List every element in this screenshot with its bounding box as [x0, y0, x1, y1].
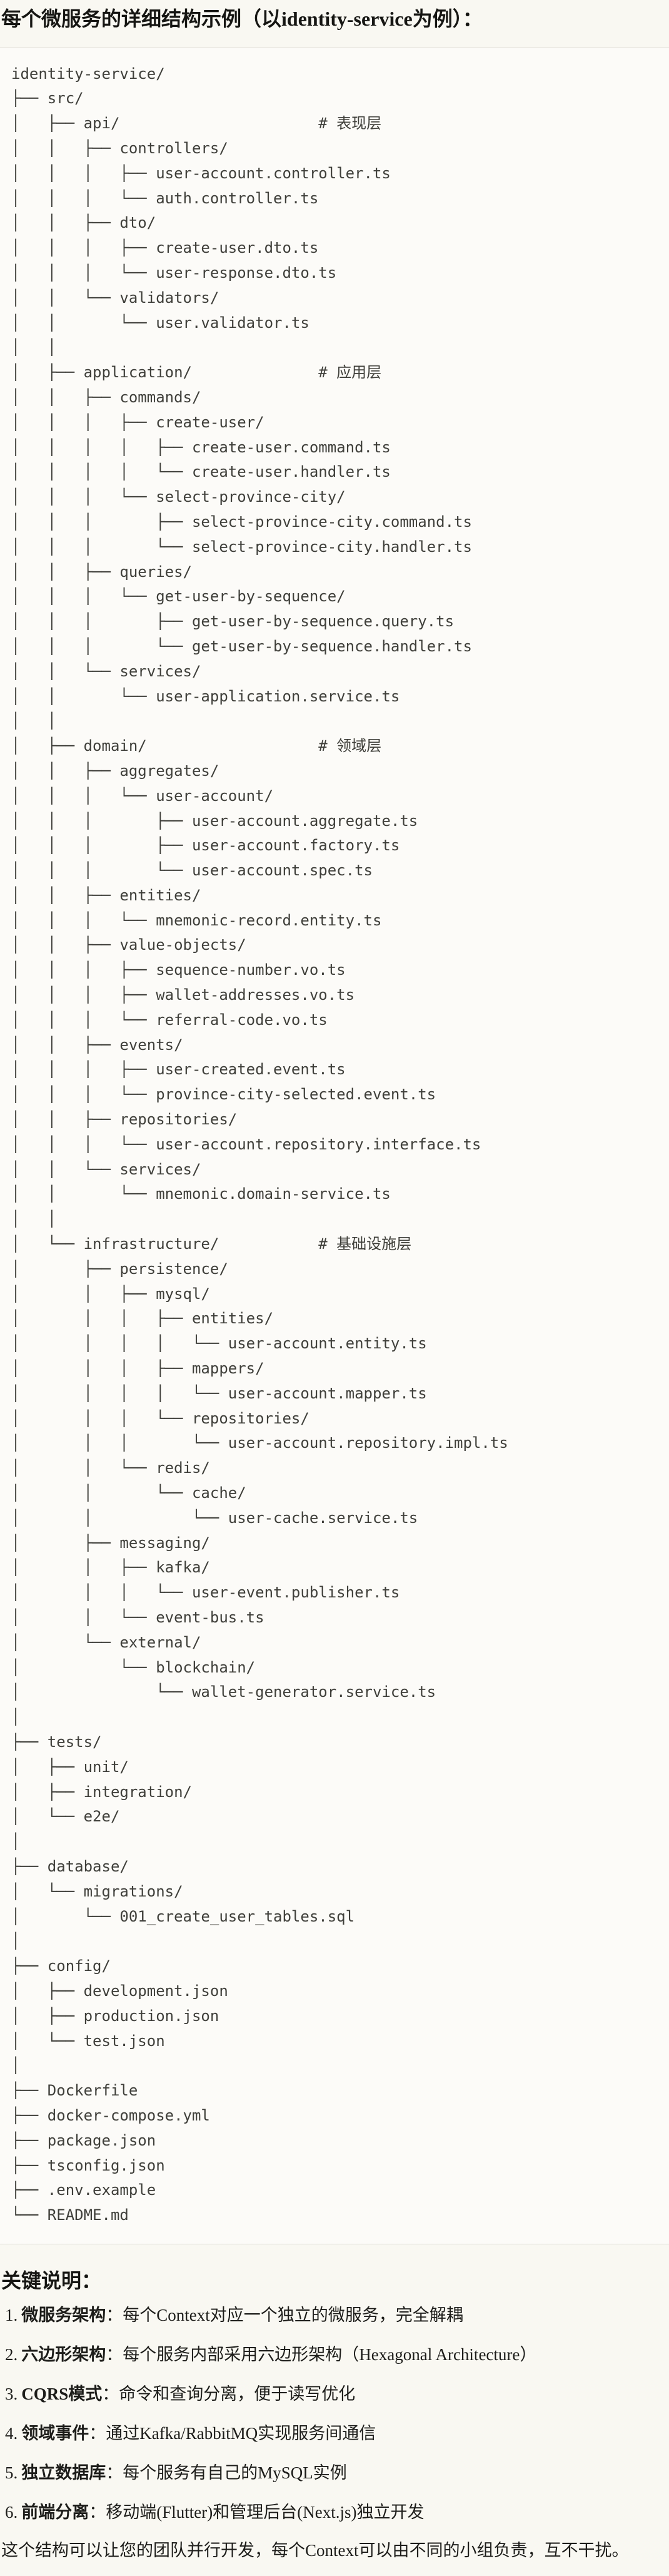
note-label: 独立数据库 — [21, 2463, 106, 2482]
note-item-4: 4.领域事件：通过Kafka/RabbitMQ实现服务间通信 — [5, 2423, 669, 2445]
note-number: 5. — [5, 2463, 18, 2482]
note-item-6: 6.前端分离：移动端(Flutter)和管理后台(Next.js)独立开发 — [5, 2502, 669, 2523]
note-number: 3. — [5, 2384, 18, 2403]
note-item-5: 5.独立数据库：每个服务有自己的MySQL实例 — [5, 2462, 669, 2484]
note-text: ：每个服务内部采用六边形架构（Hexagonal Architecture） — [106, 2344, 537, 2364]
note-label: CQRS模式 — [21, 2384, 103, 2403]
note-text: ：每个服务有自己的MySQL实例 — [106, 2463, 347, 2482]
directory-tree: identity-service/ ├── src/ │ ├── api/ # … — [11, 64, 508, 2224]
note-number: 6. — [5, 2502, 18, 2522]
page-title: 每个微服务的详细结构示例（以identity-service为例）： — [1, 8, 483, 30]
note-number: 4. — [5, 2423, 18, 2443]
note-text: ：命令和查询分离，便于读写优化 — [102, 2384, 356, 2403]
closing-paragraph: 这个结构可以让您的团队并行开发，每个Context可以由不同的小组负责，互不干扰… — [1, 2540, 629, 2560]
note-item-3: 3.CQRS模式：命令和查询分离，便于读写优化 — [5, 2383, 669, 2405]
note-label: 领域事件 — [21, 2423, 89, 2443]
note-text: ：每个Context对应一个独立的微服务，完全解耦 — [106, 2305, 463, 2324]
notes-list: 1.微服务架构：每个Context对应一个独立的微服务，完全解耦 2.六边形架构… — [0, 2304, 669, 2523]
note-label: 微服务架构 — [21, 2305, 106, 2324]
note-text: ：通过Kafka/RabbitMQ实现服务间通信 — [89, 2423, 376, 2443]
note-number: 2. — [5, 2344, 18, 2364]
note-label: 前端分离 — [21, 2502, 89, 2522]
notes-heading: 关键说明： — [1, 2269, 102, 2292]
note-number: 1. — [5, 2305, 18, 2324]
note-item-1: 1.微服务架构：每个Context对应一个独立的微服务，完全解耦 — [5, 2304, 669, 2326]
note-text: ：移动端(Flutter)和管理后台(Next.js)独立开发 — [89, 2502, 425, 2522]
note-item-2: 2.六边形架构：每个服务内部采用六边形架构（Hexagonal Architec… — [5, 2344, 669, 2366]
code-block: identity-service/ ├── src/ │ ├── api/ # … — [0, 47, 669, 2244]
note-label: 六边形架构 — [21, 2344, 106, 2364]
